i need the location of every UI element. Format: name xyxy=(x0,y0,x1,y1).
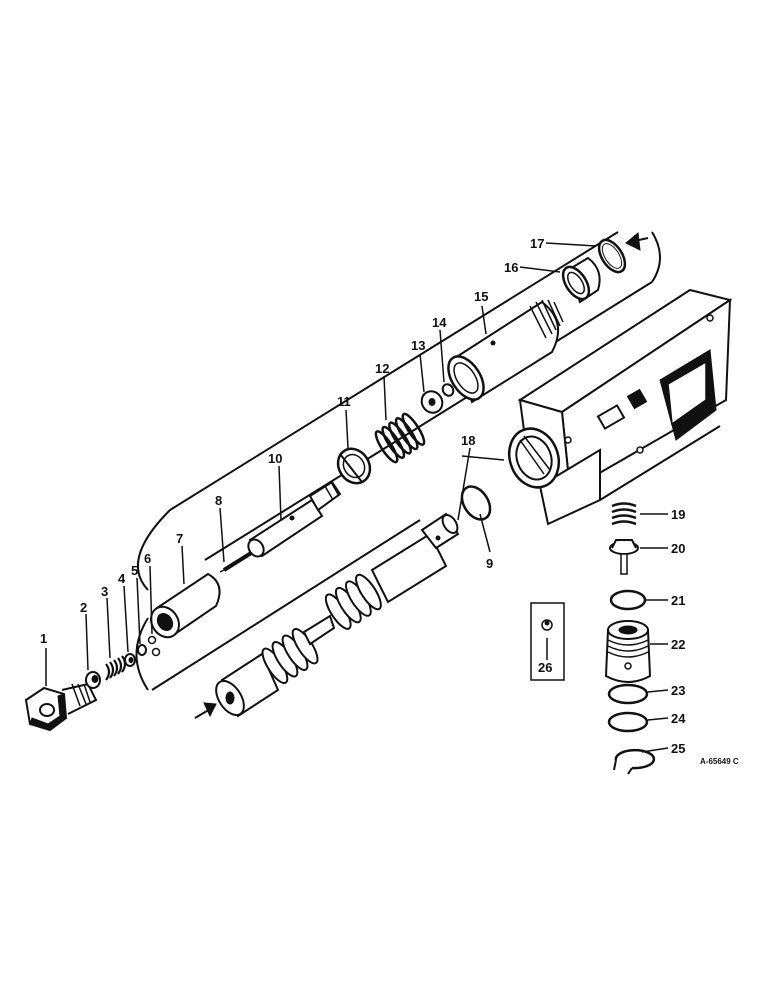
part-18-valve-body xyxy=(507,288,733,526)
callout-14: 14 xyxy=(432,315,447,330)
callout-5: 5 xyxy=(131,563,138,578)
callout-17: 17 xyxy=(530,236,544,251)
callout-7: 7 xyxy=(176,531,183,546)
part-6-ball xyxy=(147,635,161,657)
callout-25: 25 xyxy=(671,741,685,756)
callout-2: 2 xyxy=(80,600,87,615)
callout-labels: 1 2 3 4 5 6 7 8 9 10 11 12 13 14 15 16 1… xyxy=(40,236,686,756)
part-20-poppet xyxy=(609,539,639,575)
callout-15: 15 xyxy=(474,289,488,304)
part-24-backup-ring xyxy=(607,711,649,733)
callout-11: 11 xyxy=(337,394,351,409)
part-19-spring xyxy=(611,502,637,526)
flow-arrow-top xyxy=(625,232,649,251)
part-25-snap-ring xyxy=(613,748,656,775)
part-2-poppet xyxy=(85,671,101,689)
part-13-washer xyxy=(420,390,444,414)
callout-9: 9 xyxy=(486,556,493,571)
part-4-washer xyxy=(124,653,136,667)
part-23-o-ring xyxy=(607,683,649,705)
part-21-o-ring xyxy=(609,589,647,611)
part-14-retainer xyxy=(441,383,455,397)
callout-18: 18 xyxy=(461,433,475,448)
part-10-plunger xyxy=(247,480,342,558)
part-16-bushing xyxy=(561,256,601,304)
callout-16: 16 xyxy=(504,260,518,275)
callout-3: 3 xyxy=(101,584,108,599)
callout-20: 20 xyxy=(671,541,685,556)
part-11-collar xyxy=(336,447,372,485)
callout-10: 10 xyxy=(268,451,282,466)
part-7-sleeve xyxy=(150,572,221,639)
part-12-spring xyxy=(374,412,426,464)
callout-4: 4 xyxy=(118,571,126,586)
spool-assembly-outline xyxy=(135,231,661,691)
callout-24: 24 xyxy=(671,711,686,726)
callout-6: 6 xyxy=(144,551,151,566)
callout-21: 21 xyxy=(671,593,685,608)
callout-13: 13 xyxy=(411,338,425,353)
part-9-o-ring xyxy=(460,485,492,521)
part-22-check-seat xyxy=(604,620,652,683)
leader-lines xyxy=(45,242,669,753)
part-17-seal xyxy=(597,238,627,274)
main-spool xyxy=(215,512,460,718)
part-5-washer xyxy=(137,644,147,656)
callout-12: 12 xyxy=(375,361,389,376)
callout-19: 19 xyxy=(671,507,685,522)
drawing-reference: A-65649 C xyxy=(700,757,739,766)
part-3-spring xyxy=(105,655,127,681)
callout-1: 1 xyxy=(40,631,47,646)
callout-8: 8 xyxy=(215,493,222,508)
callout-23: 23 xyxy=(671,683,685,698)
part-1-hex-plug xyxy=(24,682,98,732)
part-26-ball-box xyxy=(530,602,565,681)
callout-22: 22 xyxy=(671,637,685,652)
callout-26: 26 xyxy=(538,660,552,675)
flow-arrow-bottom xyxy=(194,702,217,719)
part-15-threaded-sleeve xyxy=(447,299,564,404)
